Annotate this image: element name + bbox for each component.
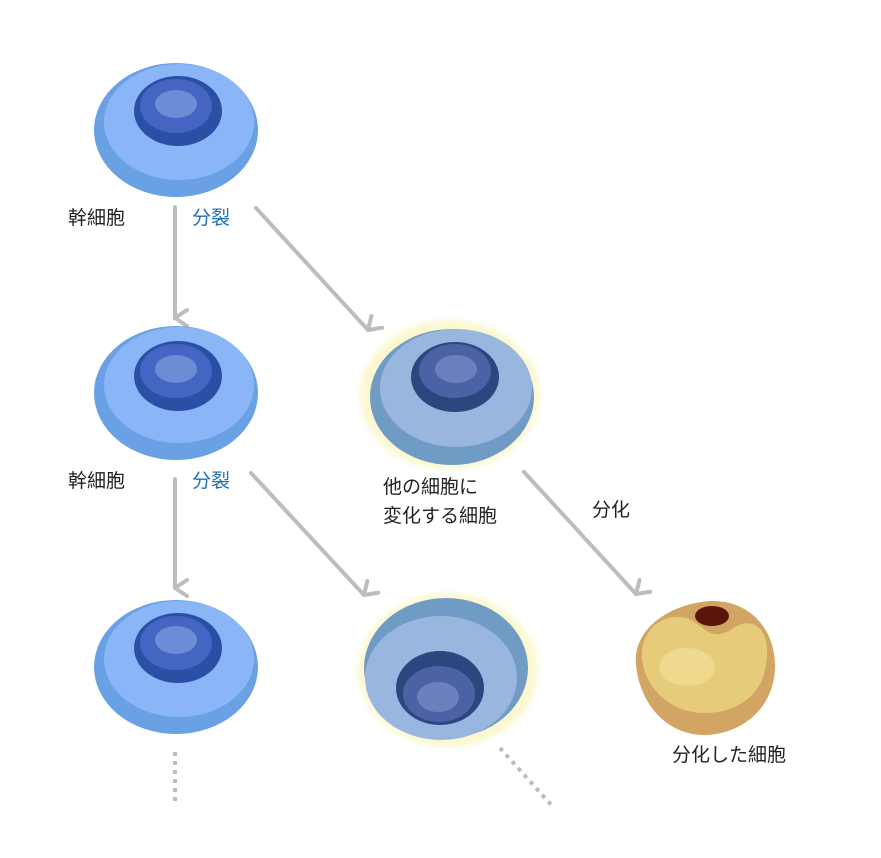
differentiated-cell-nucleus xyxy=(695,606,729,626)
differentiated-cell xyxy=(635,600,776,736)
progenitor-cell-2 xyxy=(358,593,538,747)
stem-cell-2 xyxy=(94,326,258,460)
progenitor-label-line2: 変化する細胞 xyxy=(383,505,497,527)
division-1-label: 分裂 xyxy=(192,207,230,229)
division-2-label: 分裂 xyxy=(192,470,230,492)
progenitor-cell-2-nucleolus xyxy=(417,682,459,712)
stem-cell-1-nucleolus xyxy=(155,90,197,118)
stem-cell-1 xyxy=(94,63,258,197)
continuation-dots-diagonal xyxy=(498,746,556,810)
differentiated-cell-label: 分化した細胞 xyxy=(672,744,786,766)
arrow-stem2-to-progenitor2 xyxy=(249,471,381,597)
stem-cell-2-nucleolus xyxy=(155,355,197,383)
progenitor-cell-1 xyxy=(360,320,540,470)
progenitor-cell-1-nucleolus xyxy=(435,355,477,383)
stem-cell-1-label: 幹細胞 xyxy=(68,207,125,229)
differentiated-cell-highlight xyxy=(659,648,715,686)
stem-cell-3 xyxy=(94,600,258,734)
stem-cell-2-label: 幹細胞 xyxy=(68,470,125,492)
stem-cell-3-nucleolus xyxy=(155,626,197,654)
arrow-stem1-to-progenitor1 xyxy=(254,206,385,332)
differentiation-label: 分化 xyxy=(592,499,630,521)
arrow-progenitor-to-differentiated xyxy=(522,470,653,596)
progenitor-label-line1: 他の細胞に xyxy=(383,476,478,498)
